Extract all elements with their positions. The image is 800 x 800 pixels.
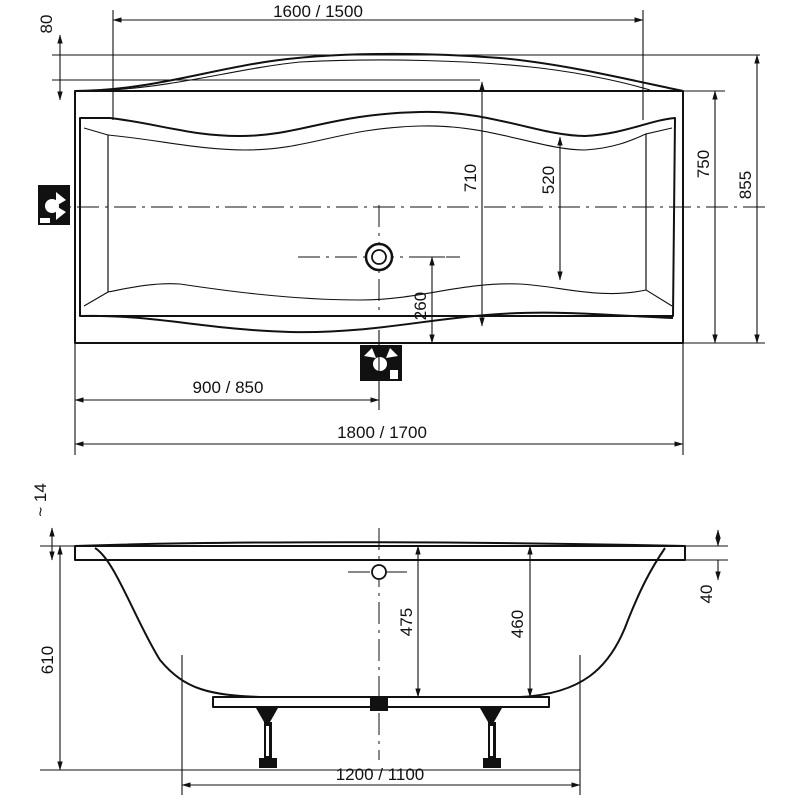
side-view: ~ 14 610 475 460 40 1200 / 1100 (31, 483, 728, 795)
dim-520: 520 (539, 166, 558, 194)
dim-leg-spacing: 1200 / 1100 (336, 765, 425, 784)
plan-floor-side-left (83, 127, 109, 307)
side-rim-top (74, 541, 686, 547)
dim-460: 460 (508, 610, 527, 638)
connector-left-icon (38, 185, 70, 225)
dim-top-offset: 80 (37, 15, 56, 34)
dim-rim-height: ~ 14 (31, 483, 50, 517)
dim-drain-position: 900 / 850 (193, 378, 264, 397)
dim-overall-length: 1800 / 1700 (337, 423, 427, 442)
side-leg-left (256, 708, 278, 768)
side-leg-right (480, 708, 502, 768)
dim-260: 260 (411, 292, 430, 320)
connector-bottom-icon (360, 345, 402, 381)
side-overflow-ring (371, 564, 387, 580)
side-rim (74, 545, 686, 561)
dim-475: 475 (397, 608, 416, 636)
dim-top-length: 1600 / 1500 (273, 2, 363, 21)
plan-basin-bottom-wave (79, 311, 674, 334)
dim-40: 40 (697, 585, 716, 604)
plan-wavy-top-edge (74, 52, 684, 92)
plan-basin-floor (107, 125, 647, 301)
dim-855: 855 (736, 171, 755, 199)
dim-750: 750 (694, 150, 713, 178)
drain-inner-ring (371, 249, 387, 265)
dim-710: 710 (461, 164, 480, 192)
plan-floor-side-right (645, 127, 673, 307)
plan-inner-basin (79, 110, 676, 317)
plan-wavy-inner-edge (109, 59, 651, 91)
dim-610: 610 (38, 646, 57, 674)
plan-view: 1600 / 1500 80 710 520 750 855 260 900 /… (37, 2, 765, 455)
